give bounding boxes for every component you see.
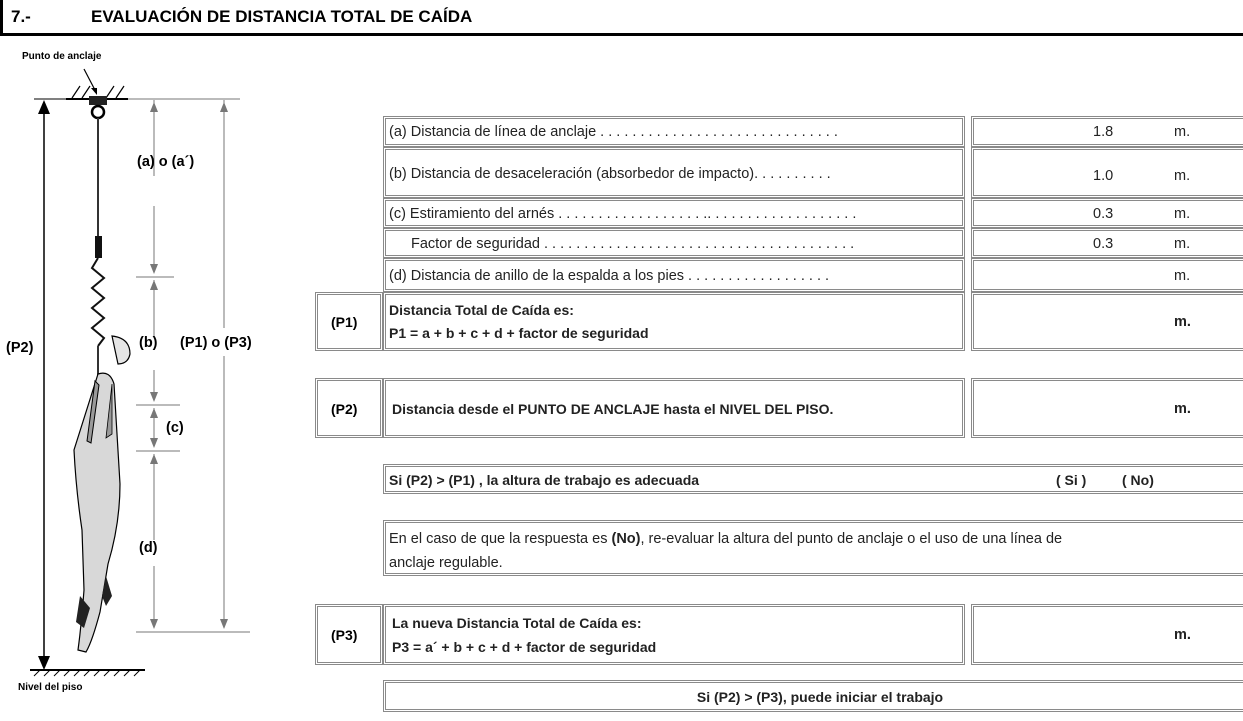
row-d-unit: m. <box>1174 268 1191 284</box>
label-d: (d) <box>139 540 158 556</box>
height-check-row: Si (P2) > (P1) , la altura de trabajo es… <box>383 464 1243 494</box>
p3-tag: (P3) <box>331 627 358 643</box>
row-b-value: 1.0 m. <box>971 147 1243 198</box>
row-c-unit: m. <box>1174 206 1191 222</box>
answer-no[interactable]: ( No) <box>1122 472 1154 488</box>
floor-level-label: Nivel del piso <box>18 682 83 693</box>
p3-line1: La nueva Distancia Total de Caída es: <box>392 615 642 631</box>
p1-tag-cell: (P1) <box>315 292 383 351</box>
note-suffix: , re-evaluar la altura del punto de ancl… <box>640 531 1063 547</box>
label-c: (c) <box>166 420 184 436</box>
p2-tag-cell: (P2) <box>315 378 383 438</box>
p2-description: Distancia desde el PUNTO DE ANCLAJE hast… <box>383 378 965 438</box>
note-prefix: En el caso de que la respuesta es <box>389 531 612 547</box>
p1-tag: (P1) <box>331 314 358 330</box>
row-factor-label: Factor de seguridad . . . . . . . . . . … <box>383 228 965 258</box>
row-b-value-number: 1.0 <box>1093 168 1114 184</box>
row-a-value-number: 1.8 <box>1093 124 1114 140</box>
height-check-text: Si (P2) > (P1) , la altura de trabajo es… <box>389 472 700 488</box>
anchor-point-label: Punto de anclaje <box>22 51 102 62</box>
row-b-unit: m. <box>1174 168 1191 184</box>
row-d-value: m. <box>971 258 1243 292</box>
fall-distance-diagram-graphic <box>30 68 250 677</box>
p2-tag: (P2) <box>331 401 358 417</box>
note-no: (No) <box>611 531 641 547</box>
reevaluation-note: En el caso de que la respuesta es (No), … <box>383 520 1243 576</box>
p3-tag-cell: (P3) <box>315 604 383 665</box>
row-a-value: 1.8 m. <box>971 116 1243 147</box>
note-line2: anclaje regulable. <box>389 555 503 571</box>
fall-diagram: Punto de anclaje <box>0 36 300 721</box>
p1-line1: Distancia Total de Caída es: <box>389 302 574 318</box>
row-c-label: (c) Estiramiento del arnés . . . . . . .… <box>383 198 965 228</box>
section-title: EVALUACIÓN DE DISTANCIA TOTAL DE CAÍDA <box>91 7 473 26</box>
p3-formula: P3 = a´ + b + c + d + factor de segurida… <box>392 639 657 655</box>
p2-value: m. <box>971 378 1243 438</box>
label-b: (b) <box>139 335 158 351</box>
p2-unit: m. <box>1174 401 1191 417</box>
section-header: 7.- EVALUACIÓN DE DISTANCIA TOTAL DE CAÍ… <box>0 0 1243 36</box>
final-check-row: Si (P2) > (P3), puede iniciar el trabajo <box>383 680 1243 712</box>
row-factor-value-number: 0.3 <box>1093 236 1114 252</box>
label-a: (a) o (a´) <box>137 154 195 170</box>
row-d-label: (d) Distancia de anillo de la espalda a … <box>383 258 965 292</box>
p1-value: m. <box>971 292 1243 351</box>
p2-text: Distancia desde el PUNTO DE ANCLAJE hast… <box>392 401 834 417</box>
row-c-value: 0.3 m. <box>971 198 1243 228</box>
row-factor-unit: m. <box>1174 236 1191 252</box>
p3-description: La nueva Distancia Total de Caída es: P3… <box>383 604 965 665</box>
p1-formula: P1 = a + b + c + d + factor de seguridad <box>389 325 649 341</box>
p3-unit: m. <box>1174 627 1191 643</box>
row-a-label: (a) Distancia de línea de anclaje . . . … <box>383 116 965 147</box>
section-number: 7.- <box>11 7 31 26</box>
p1-unit: m. <box>1174 314 1191 330</box>
row-c-value-number: 0.3 <box>1093 206 1114 222</box>
p1-description: Distancia Total de Caída es: P1 = a + b … <box>383 292 965 351</box>
label-p1-p3: (P1) o (P3) <box>180 335 252 351</box>
row-b-label: (b) Distancia de desaceleración (absorbe… <box>383 147 965 198</box>
final-check-text: Si (P2) > (P3), puede iniciar el trabajo <box>696 689 944 705</box>
p3-value: m. <box>971 604 1243 665</box>
label-p2-diagram: (P2) <box>6 340 34 356</box>
row-factor-value: 0.3 m. <box>971 228 1243 258</box>
row-a-unit: m. <box>1174 124 1191 140</box>
answer-yes[interactable]: ( Si ) <box>1056 472 1087 488</box>
